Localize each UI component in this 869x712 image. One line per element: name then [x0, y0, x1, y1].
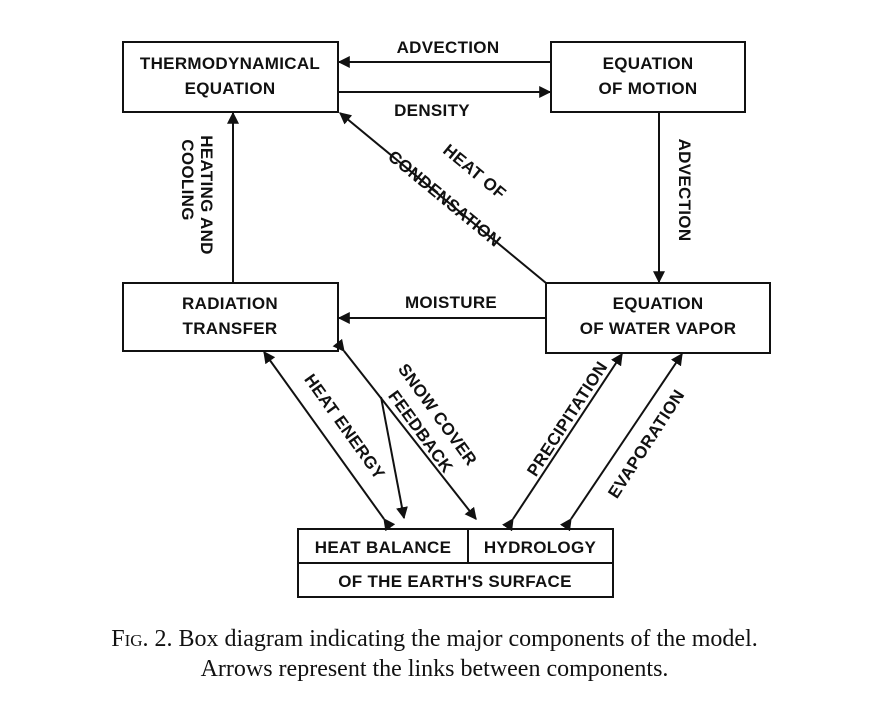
radiation-line-1: RADIATION — [182, 294, 278, 313]
model-box-diagram: THERMODYNAMICAL EQUATION EQUATION OF MOT… — [122, 38, 771, 598]
vapor-line-2: OF WATER VAPOR — [580, 319, 737, 338]
hydrology-label: HYDROLOGY — [484, 538, 597, 557]
thermo-line-2: EQUATION — [185, 79, 276, 98]
snow-cover-to-hydrology-arrow — [332, 338, 477, 520]
caption-fig-label: Fig. — [111, 626, 149, 652]
cooling-label: COOLING — [178, 139, 197, 220]
heating-and-label: HEATING AND — [197, 135, 216, 254]
caption-line-1: Fig. 2. Box diagram indicating the major… — [0, 624, 869, 654]
heat-energy-arrow — [263, 351, 396, 532]
figure-caption: Fig. 2. Box diagram indicating the major… — [0, 624, 869, 684]
motion-line-2: OF MOTION — [598, 79, 697, 98]
moisture-label: MOISTURE — [405, 293, 497, 312]
thermo-line-1: THERMODYNAMICAL — [140, 54, 320, 73]
thermodynamical-equation-box: THERMODYNAMICAL EQUATION — [122, 41, 339, 113]
advection-label-right: ADVECTION — [675, 139, 694, 242]
snow-cover-to-heat-balance-arrow — [380, 396, 408, 520]
evaporation-arrow — [559, 353, 683, 532]
motion-line-1: EQUATION — [603, 54, 694, 73]
equation-of-motion-box: EQUATION OF MOTION — [550, 41, 746, 113]
caption-line-2: Arrows represent the links between compo… — [200, 656, 669, 682]
advection-label-top: ADVECTION — [397, 38, 500, 57]
earth-surface-box: HEAT BALANCE HYDROLOGY OF THE EARTH'S SU… — [297, 528, 614, 598]
earth-surface-label: OF THE EARTH'S SURFACE — [338, 572, 572, 591]
vapor-line-1: EQUATION — [613, 294, 704, 313]
precipitation-label: PRECIPITATION — [523, 358, 611, 480]
evaporation-label: EVAPORATION — [604, 386, 688, 502]
heat-energy-label: HEAT ENERGY — [300, 371, 388, 484]
caption-line-1-text: 2. Box diagram indicating the major comp… — [148, 626, 758, 652]
radiation-transfer-box: RADIATION TRANSFER — [122, 282, 339, 352]
heat-of-condensation-arrow — [339, 112, 547, 284]
radiation-line-2: TRANSFER — [183, 319, 278, 338]
density-label: DENSITY — [394, 101, 470, 120]
precipitation-arrow — [502, 352, 623, 532]
heat-balance-label: HEAT BALANCE — [315, 538, 451, 557]
condensation-label: CONDENSATION — [384, 147, 504, 251]
equation-of-water-vapor-box: EQUATION OF WATER VAPOR — [545, 282, 771, 354]
